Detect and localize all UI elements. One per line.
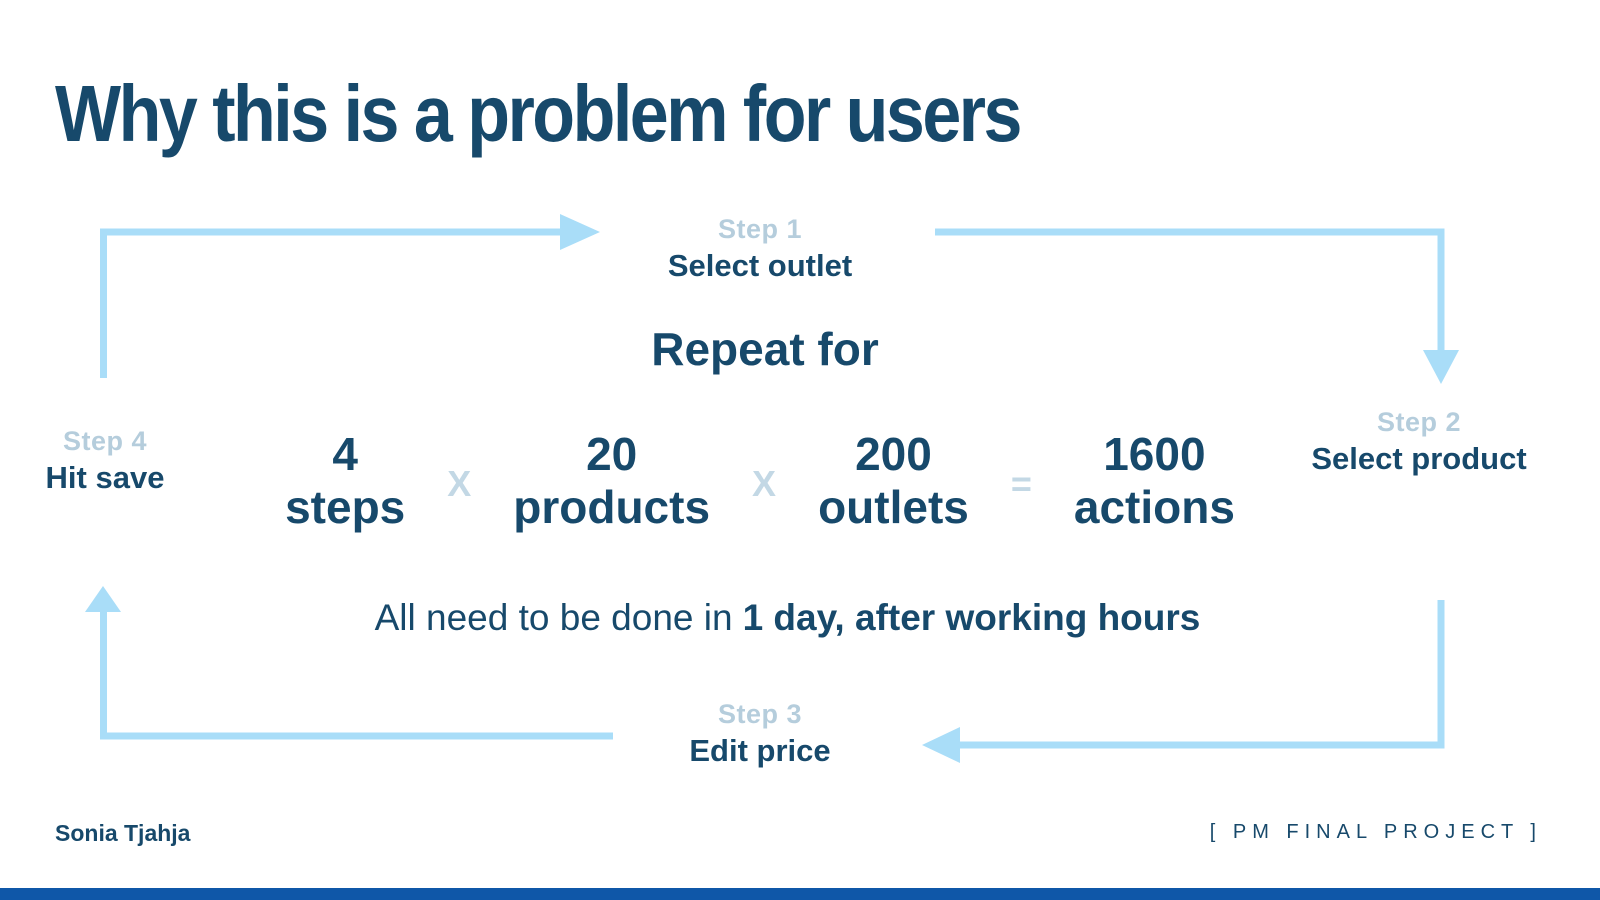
repeat-for-heading: Repeat for bbox=[651, 323, 879, 375]
formula-term-actions-unit: actions bbox=[1073, 480, 1235, 533]
footer-project-label: [ PM FINAL PROJECT ] bbox=[1209, 821, 1542, 843]
step-1-block: Step 1 Select outlet bbox=[610, 213, 910, 286]
step-4-action: Hit save bbox=[45, 459, 165, 495]
page-title: Why this is a problem for users bbox=[55, 69, 1022, 159]
formula-term-steps-value: 4 bbox=[332, 428, 358, 480]
note-emphasis: 1 day, after working hours bbox=[742, 597, 1201, 638]
formula-term-actions-value: 1600 bbox=[1103, 428, 1206, 480]
equals-symbol: = bbox=[1010, 462, 1032, 504]
formula-term-actions: 1600 actions bbox=[1074, 428, 1235, 534]
bottom-accent-bar bbox=[0, 888, 1600, 900]
formula-term-outlets: 200 outlets bbox=[818, 428, 969, 534]
step-1-label: Step 1 bbox=[717, 214, 803, 244]
formula-term-steps: 4 steps bbox=[285, 428, 405, 534]
formula-term-steps-unit: steps bbox=[285, 480, 406, 533]
step-4-block: Step 4 Hit save bbox=[5, 425, 205, 498]
step-2-block: Step 2 Select product bbox=[1259, 406, 1579, 479]
step-1-action: Select outlet bbox=[667, 247, 853, 283]
multiply-symbol: X bbox=[752, 462, 777, 504]
formula-term-products-unit: products bbox=[513, 480, 711, 533]
note-prefix: All need to be done in bbox=[374, 597, 733, 638]
formula-row: 4 steps X 20 products X 200 outlets = 16… bbox=[0, 428, 1520, 534]
step-2-label: Step 2 bbox=[1376, 407, 1462, 437]
formula-term-outlets-value: 200 bbox=[855, 428, 932, 480]
footer-author: Sonia Tjahja bbox=[55, 820, 191, 846]
formula-term-products-value: 20 bbox=[586, 428, 638, 480]
formula-term-products: 20 products bbox=[513, 428, 710, 534]
step-3-action: Edit price bbox=[689, 732, 831, 768]
step-4-label: Step 4 bbox=[62, 426, 148, 456]
multiply-symbol: X bbox=[447, 462, 472, 504]
step-3-block: Step 3 Edit price bbox=[610, 698, 910, 771]
step-3-label: Step 3 bbox=[717, 699, 803, 729]
formula-term-outlets-unit: outlets bbox=[818, 480, 969, 533]
step-2-action: Select product bbox=[1311, 440, 1527, 476]
